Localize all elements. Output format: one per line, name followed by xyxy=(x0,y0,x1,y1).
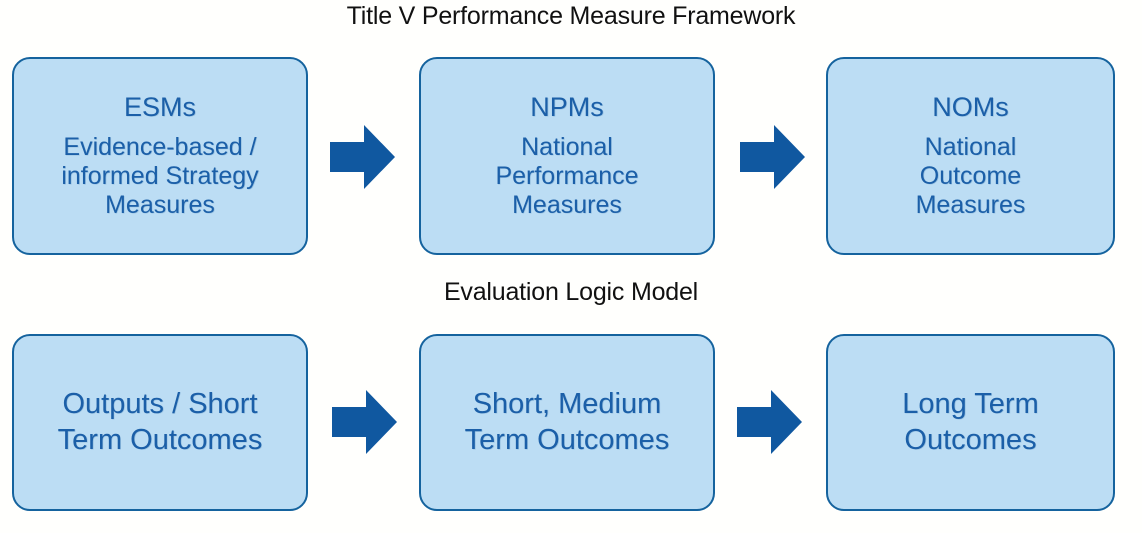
node-long-term-line-2: Outcomes xyxy=(904,423,1037,456)
node-npms[interactable]: NPMs National Performance Measures xyxy=(419,57,715,255)
node-long-term-description: Long Term Outcomes xyxy=(896,387,1045,458)
node-outputs-description: Outputs / Short Term Outcomes xyxy=(52,387,269,458)
right-arrow-icon-esms-to-npms xyxy=(330,124,396,190)
node-npms-line-2: Performance xyxy=(495,162,639,191)
right-arrow-icon-outputs-to-short-medium xyxy=(332,389,398,455)
node-noms-line-2: Outcome xyxy=(919,162,1022,191)
node-esms-acronym: ESMs xyxy=(123,91,196,122)
node-long-term-line-1: Long Term xyxy=(902,388,1039,421)
node-npms-line-1: National xyxy=(521,133,613,162)
node-esms-line-2: informed Strategy xyxy=(61,162,259,191)
node-short-medium-line-1: Short, Medium xyxy=(472,388,662,421)
right-arrow-icon-short-medium-to-long-term xyxy=(737,389,803,455)
node-outputs-short-term-outcomes[interactable]: Outputs / Short Term Outcomes xyxy=(12,334,308,511)
node-npms-acronym: NPMs xyxy=(530,91,604,122)
node-short-medium-term-outcomes[interactable]: Short, Medium Term Outcomes xyxy=(419,334,715,511)
node-esms[interactable]: ESMs Evidence-based / informed Strategy … xyxy=(12,57,308,255)
page-title: Title V Performance Measure Framework xyxy=(346,2,796,30)
node-short-medium-description: Short, Medium Term Outcomes xyxy=(459,387,676,458)
node-noms-line-1: National xyxy=(924,133,1017,162)
node-noms-acronym: NOMs xyxy=(932,91,1009,122)
node-short-medium-line-2: Term Outcomes xyxy=(464,423,670,456)
node-noms[interactable]: NOMs National Outcome Measures xyxy=(826,57,1115,255)
node-noms-line-3: Measures xyxy=(915,191,1026,220)
node-npms-description: National Performance Measures xyxy=(489,133,644,220)
node-noms-description: National Outcome Measures xyxy=(910,133,1032,220)
node-npms-line-3: Measures xyxy=(512,191,622,220)
node-esms-line-1: Evidence-based / xyxy=(63,133,257,162)
node-esms-line-3: Measures xyxy=(105,191,215,220)
node-esms-description: Evidence-based / informed Strategy Measu… xyxy=(55,133,264,220)
node-outputs-line-2: Term Outcomes xyxy=(57,423,263,456)
section-label-evaluation-logic-model: Evaluation Logic Model xyxy=(443,278,699,306)
node-long-term-outcomes[interactable]: Long Term Outcomes xyxy=(826,334,1115,511)
right-arrow-icon-npms-to-noms xyxy=(740,124,806,190)
node-outputs-line-1: Outputs / Short xyxy=(62,388,258,421)
